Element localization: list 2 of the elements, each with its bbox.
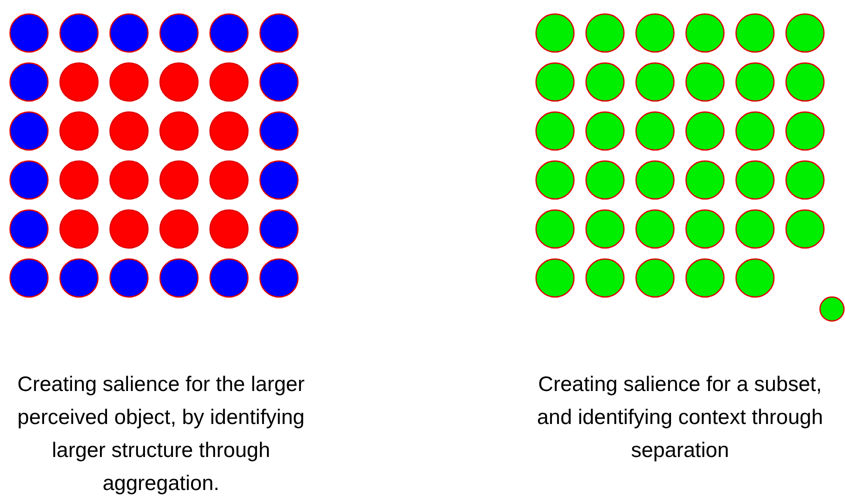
- caption: Creating salience for the larger perceived object, by identifying larger structure through aggregation.: [16, 372, 306, 497]
- caption: Creating salience for a subset, and identifying context through separation: [536, 372, 824, 464]
